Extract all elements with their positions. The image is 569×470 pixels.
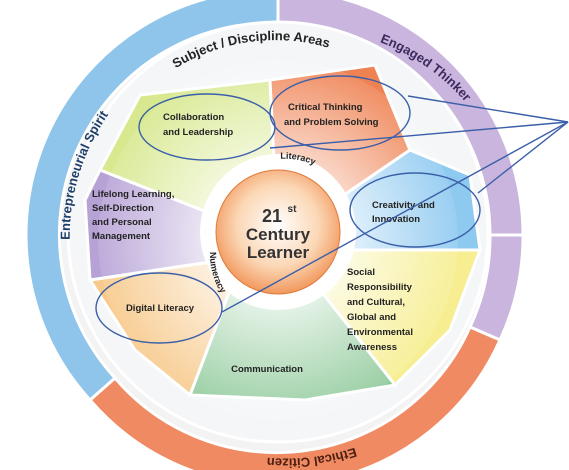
label-critical-thinking: Critical Thinking and Problem Solving xyxy=(284,102,379,128)
core-number: 21 xyxy=(262,206,282,226)
label-social-line6: Awareness xyxy=(347,342,397,353)
highlight-ellipse-digital-literacy xyxy=(95,272,223,344)
label-social-line3: and Cultural, xyxy=(347,297,405,308)
label-lifelong-line1: Lifelong Learning, xyxy=(92,189,174,200)
label-creativity-line1: Creativity and xyxy=(372,200,435,211)
core-circle xyxy=(215,169,341,295)
highlight-ellipse-critical-thinking xyxy=(269,75,411,151)
label-creativity-line2: Innovation xyxy=(372,214,420,225)
label-collaboration-line1: Collaboration xyxy=(163,112,224,123)
callout-line-creativity xyxy=(477,121,569,194)
outer-band-entrepreneurial xyxy=(24,0,280,403)
core-superscript: st xyxy=(288,204,298,215)
label-communication: Communication xyxy=(231,364,303,375)
label-critical-line2: and Problem Solving xyxy=(284,117,379,128)
segment-labels: Collaboration and Leadership Critical Th… xyxy=(92,102,437,375)
core: 21 st Century Learner Literacy Numeracy xyxy=(200,151,356,310)
core-line2: Learner xyxy=(247,243,310,262)
callout-line-critical xyxy=(407,95,569,123)
label-social-line1: Social xyxy=(347,267,375,278)
label-lifelong-line3: and Personal xyxy=(92,217,152,228)
label-creativity: Creativity and Innovation xyxy=(372,200,437,225)
callout-line-collaboration xyxy=(269,121,569,149)
label-digital-literacy: Digital Literacy xyxy=(126,303,195,314)
label-social-line5: Environmental xyxy=(347,327,413,338)
label-lifelong-line2: Self-Direction xyxy=(92,203,154,214)
label-social-line2: Responsibility xyxy=(347,282,413,293)
highlight-ellipse-creativity xyxy=(349,172,481,248)
label-social-responsibility: Social Responsibility and Cultural, Glob… xyxy=(347,267,416,353)
highlight-annotations xyxy=(95,75,569,344)
label-lifelong-line4: Management xyxy=(92,231,151,242)
label-critical-line1: Critical Thinking xyxy=(288,102,363,113)
callout-line-digital xyxy=(221,121,569,313)
label-social-line4: Global and xyxy=(347,312,396,323)
label-collaboration: Collaboration and Leadership xyxy=(163,112,233,138)
core-line1: Century xyxy=(246,225,311,244)
label-lifelong-learning: Lifelong Learning, Self-Direction and Pe… xyxy=(92,189,177,242)
label-collaboration-line2: and Leadership xyxy=(163,127,233,138)
